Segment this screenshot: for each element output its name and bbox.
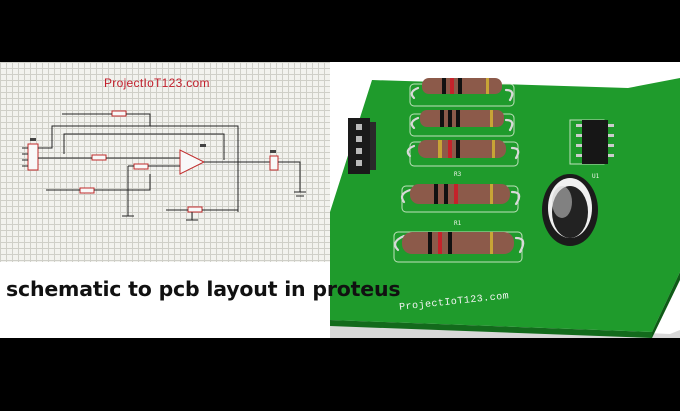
pcb-header xyxy=(348,118,376,174)
pcb-label-r3: R3 xyxy=(454,171,462,178)
pcb-ic xyxy=(576,120,614,164)
caption-text: schematic to pcb layout in proteus xyxy=(6,277,401,301)
pcb-label-u1: U1 xyxy=(592,173,600,180)
pcb-panel: R3 R1 U1 xyxy=(330,62,680,338)
image-stage: ProjectIoT123.com xyxy=(0,62,680,338)
pcb-render: R3 R1 U1 xyxy=(330,78,680,338)
pcb-capacitor xyxy=(542,174,598,246)
pcb-resistors xyxy=(402,78,514,254)
caption-band xyxy=(0,262,330,338)
schematic-drawing xyxy=(22,110,306,221)
pcb-label-r1: R1 xyxy=(454,220,462,227)
schematic-title: ProjectIoT123.com xyxy=(104,76,210,90)
schematic-panel: ProjectIoT123.com xyxy=(0,62,330,338)
